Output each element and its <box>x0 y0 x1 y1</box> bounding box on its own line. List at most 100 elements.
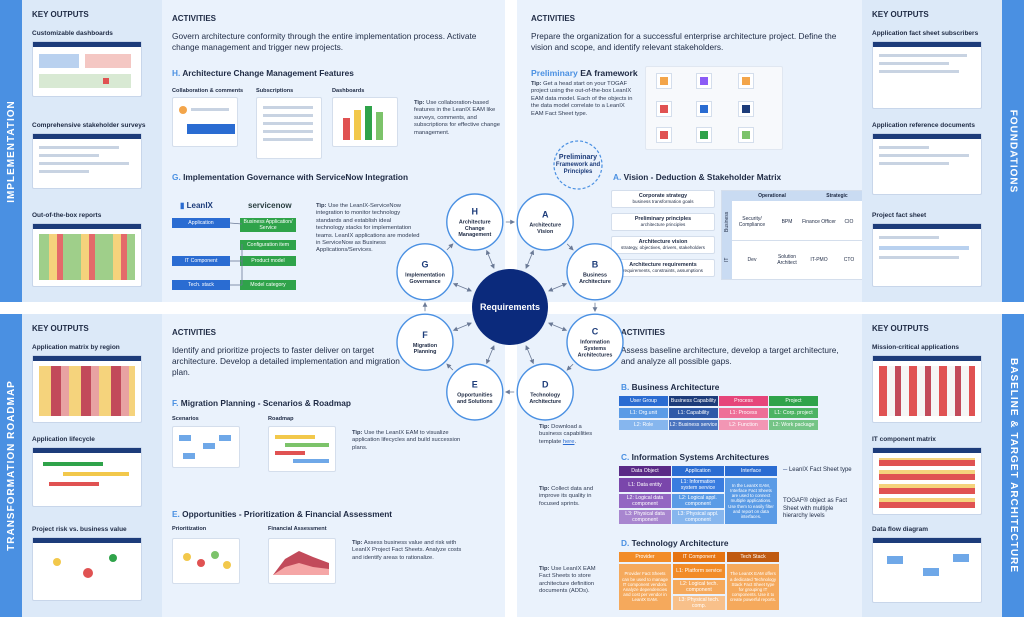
foundations-quadrant: ACTIVITIES Prepare the organization for … <box>517 0 1024 302</box>
section-f-tip: Tip: Use the LeanIX EAM to visualize app… <box>352 430 461 451</box>
implementation-quadrant: IMPLEMENTATION KEY OUTPUTS Customizable … <box>0 0 505 302</box>
phase-label: Systems <box>584 346 606 352</box>
collaboration-thumbnail[interactable] <box>172 97 238 147</box>
information-systems-table: Data Object Application Interface L1: Da… <box>619 466 779 526</box>
phase-letter: G <box>421 259 428 269</box>
lifecycle-thumbnail[interactable] <box>32 447 142 507</box>
cycle-spoke <box>525 249 535 269</box>
financial-thumbnail[interactable] <box>268 538 336 584</box>
table-cell: L1: Platform service <box>673 564 725 578</box>
leanix-logo: ▮ LeanIX <box>180 201 213 210</box>
key-outputs-foundations: KEY OUTPUTS Application fact sheet subsc… <box>862 0 1002 302</box>
servicenow-logo: servicenow <box>248 201 292 210</box>
phase-label: Architecture <box>579 279 611 285</box>
transformation-quadrant: TRANSFORMATION ROADMAP KEY OUTPUTS Appli… <box>0 314 505 617</box>
phase-letter: C <box>592 327 599 337</box>
financial-assessment-label: Financial Assessment <box>268 526 327 532</box>
phase-label: Vision <box>537 229 553 235</box>
phase-label: Change <box>465 226 485 232</box>
activities-description: Prepare the organization for a successfu… <box>531 31 837 52</box>
cycle-connector <box>446 363 454 371</box>
cycle-connector <box>566 243 574 251</box>
cycle-connector <box>446 243 454 251</box>
subscriptions-label: Subscriptions <box>256 88 294 94</box>
matrix-cell: IT-PMO <box>810 257 828 263</box>
risk-value-thumbnail[interactable] <box>32 537 142 601</box>
table-cell: L1: Capability <box>669 408 718 418</box>
table-cell: L3: Physical appl. component <box>672 510 724 524</box>
survey-thumbnail[interactable] <box>32 133 142 189</box>
data-flow-thumbnail[interactable] <box>872 537 982 603</box>
table-cell: L1: Org.unit <box>619 408 668 418</box>
key-outputs-implementation: KEY OUTPUTS Customizable dashboards Comp… <box>22 0 162 302</box>
legend-togaf-object: TOGAF® object as Fact Sheet with multipl… <box>783 498 847 520</box>
provider-header: Provider <box>619 552 671 562</box>
matrix-cell: Solution Architect <box>777 254 797 266</box>
template-link[interactable]: here <box>562 438 575 445</box>
tech-stack-header: Tech Stack <box>727 552 779 562</box>
baseline-band: BASELINE & TARGET ARCHITECTURE <box>1002 314 1024 617</box>
subscriptions-thumbnail[interactable] <box>256 97 322 159</box>
activities-description: Identify and prioritize projects to fast… <box>172 345 400 377</box>
dashboards-thumbnail[interactable] <box>332 97 398 147</box>
roadmap-label: Roadmap <box>268 416 294 422</box>
phase-label: Business <box>583 272 607 278</box>
output-label: Data flow diagram <box>872 526 928 533</box>
phase-label: Architecture <box>459 219 491 225</box>
section-h-tip: Tip: Use collaboration-based features in… <box>414 100 500 136</box>
scenarios-label: Scenarios <box>172 416 199 422</box>
output-label: Customizable dashboards <box>32 30 113 37</box>
interface-note: In the LeanIX EAM, Interface Fact Sheets… <box>725 478 777 524</box>
table-cell: L2: Business service <box>669 420 718 430</box>
project-fact-sheet-thumbnail[interactable] <box>872 223 982 287</box>
application-matrix-thumbnail[interactable] <box>32 355 142 423</box>
data-model-thumbnail[interactable] <box>645 66 783 150</box>
section-g-title: G. Implementation Governance with Servic… <box>172 172 409 182</box>
it-axis-label: IT <box>724 257 730 263</box>
implementation-band: IMPLEMENTATION <box>0 0 22 302</box>
phase-label: Opportunities <box>457 393 492 399</box>
phase-label: Management <box>458 232 491 238</box>
reference-documents-thumbnail[interactable] <box>872 133 982 195</box>
phase-label: and Solutions <box>457 399 493 405</box>
subscribers-thumbnail[interactable] <box>872 41 982 109</box>
matrix-cell: Finance Officer <box>802 219 836 225</box>
output-label: Out-of-the-box reports <box>32 212 102 219</box>
mission-critical-thumbnail[interactable] <box>872 355 982 423</box>
output-label: Mission-critical applications <box>872 344 960 351</box>
matrix-cell: CTO <box>843 257 855 263</box>
requirements-center[interactable]: Requirements <box>472 269 548 345</box>
technology-architecture-table: Provider IT Component Tech Stack Provide… <box>619 552 781 612</box>
product-model-box: Product model <box>240 256 296 266</box>
table-cell: L2: Logical tech. component <box>673 580 725 594</box>
matrix-cell: Dev <box>747 257 757 263</box>
table-cell: L1: Information system service <box>672 478 724 492</box>
project-header: Project <box>769 396 818 406</box>
roadmap-thumbnail[interactable] <box>268 426 336 472</box>
prioritization-thumbnail[interactable] <box>172 538 240 584</box>
report-thumbnail[interactable] <box>32 223 142 287</box>
section-e-tip: Tip: Assess business value and risk with… <box>352 540 462 561</box>
legend-fact-sheet: ─ LeanIX Fact Sheet type <box>783 467 852 473</box>
it-component-matrix-thumbnail[interactable] <box>872 447 982 515</box>
preliminary-tip: Tip: Get a head start on your TOGAF proj… <box>531 81 633 117</box>
phase-letter: B <box>592 259 599 269</box>
matrix-cell: CIO <box>844 219 854 225</box>
application-box: Application <box>172 218 230 228</box>
cycle-spoke <box>548 322 568 332</box>
dashboard-thumbnail[interactable] <box>32 41 142 97</box>
scenarios-thumbnail[interactable] <box>172 426 240 468</box>
phase-letter: E <box>472 380 478 390</box>
output-label: Application matrix by region <box>32 344 120 351</box>
phase-label: Architecture <box>529 399 561 405</box>
